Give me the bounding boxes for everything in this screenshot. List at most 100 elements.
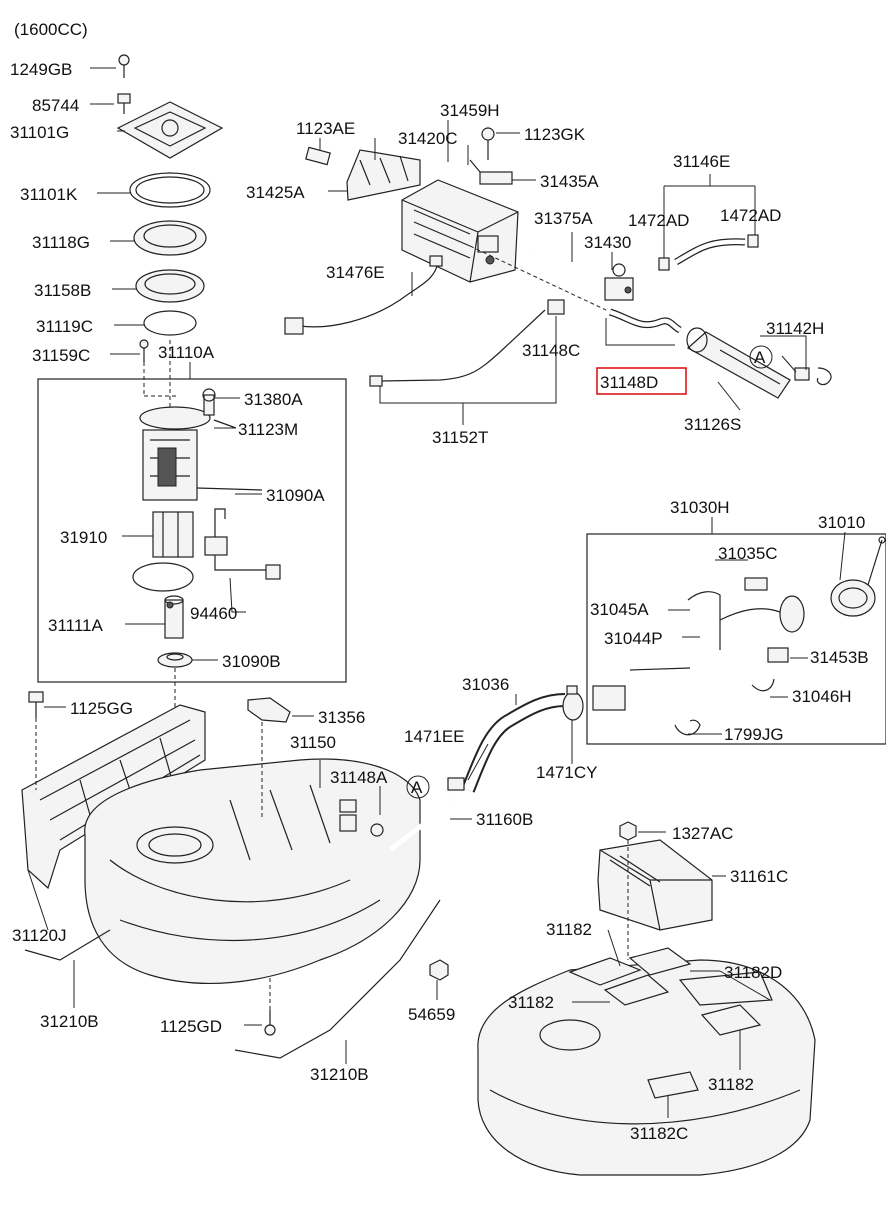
part-label-1125GD[interactable]: 1125GD — [160, 1017, 222, 1036]
fuel-pump-31111A-part — [164, 595, 184, 639]
filter-31126S-part — [686, 327, 791, 399]
strap-31210B-a-part — [24, 929, 111, 961]
part-label-54659[interactable]: 54659 — [408, 1005, 455, 1024]
pads-31182-part — [568, 947, 773, 1099]
clamp-1472AD-b-part — [747, 234, 759, 248]
part-label-31036[interactable]: 31036 — [462, 675, 509, 694]
part-label-31425A[interactable]: 31425A — [246, 183, 305, 202]
view-marker-a-circle-1 — [749, 345, 773, 369]
filler-neck-31030H-part — [592, 591, 805, 711]
part-label-31910[interactable]: 31910 — [60, 528, 107, 547]
valve-31430-part — [604, 263, 634, 301]
part-label-31148D[interactable]: 31148D — [600, 373, 658, 392]
bolt-1123GK-part — [481, 127, 495, 160]
part-label-31148C[interactable]: 31148C — [522, 341, 580, 360]
gasket-31101K-part — [129, 172, 211, 208]
part-label-1327AC[interactable]: 1327AC — [672, 824, 733, 843]
nut-1327AC-part — [619, 821, 637, 841]
part-label-31010[interactable]: 31010 — [818, 513, 865, 532]
view-marker-a-2: A — [411, 778, 423, 797]
bolt-1125GG-part — [28, 691, 44, 718]
grommet-31035C-part — [744, 577, 768, 591]
part-label-31210B-b[interactable]: 31210B — [310, 1065, 369, 1084]
part-label-31159C[interactable]: 31159C — [32, 346, 90, 365]
part-label-1471EE[interactable]: 1471EE — [404, 727, 465, 746]
part-label-31046H[interactable]: 31046H — [792, 687, 852, 706]
part-label-31459H[interactable]: 31459H — [440, 101, 500, 120]
part-label-31101K[interactable]: 31101K — [20, 185, 78, 204]
part-label-31420C[interactable]: 31420C — [398, 129, 458, 148]
part-label-1249GB[interactable]: 1249GB — [10, 60, 72, 79]
part-label-1472AD-b[interactable]: 1472AD — [720, 206, 781, 225]
part-label-31160B[interactable]: 31160B — [476, 810, 533, 829]
tube-31152T-part — [369, 299, 565, 387]
highlight-box-31148D — [596, 367, 687, 395]
part-label-1123AE[interactable]: 1123AE — [296, 119, 355, 138]
part-label-31030H[interactable]: 31030H — [670, 498, 730, 517]
part-label-31476E[interactable]: 31476E — [326, 263, 385, 282]
connector-31453B-part — [767, 647, 789, 663]
clamp-1472AD-a-part — [658, 257, 670, 271]
part-label-31118G[interactable]: 31118G — [32, 233, 90, 252]
part-label-31182-a[interactable]: 31182 — [546, 920, 592, 939]
part-label-31101G[interactable]: 31101G — [10, 123, 69, 142]
part-label-31090B[interactable]: 31090B — [222, 652, 281, 671]
part-label-31148A[interactable]: 31148A — [330, 768, 388, 787]
part-label-31120J[interactable]: 31120J — [12, 926, 67, 945]
ring-31158B-part — [135, 269, 205, 303]
part-label-31158B[interactable]: 31158B — [34, 281, 91, 300]
part-label-31146E[interactable]: 31146E — [673, 152, 730, 171]
pipe-31160B-part — [388, 798, 457, 852]
bracket-31356-part — [247, 697, 291, 723]
part-label-31150[interactable]: 31150 — [290, 733, 336, 752]
seal-31119C-part — [143, 310, 197, 336]
part-label-31182C[interactable]: 31182C — [630, 1124, 688, 1143]
part-label-1472AD-a[interactable]: 1472AD — [628, 211, 689, 230]
part-label-31356[interactable]: 31356 — [318, 708, 365, 727]
part-label-31035C[interactable]: 31035C — [718, 544, 778, 563]
part-label-31182-c[interactable]: 31182 — [708, 1075, 754, 1094]
part-label-31453B[interactable]: 31453B — [810, 648, 869, 667]
part-label-31123M[interactable]: 31123M — [238, 420, 298, 439]
part-label-31161C[interactable]: 31161C — [730, 867, 788, 886]
part-label-31152T[interactable]: 31152T — [432, 428, 488, 447]
part-label-31119C[interactable]: 31119C — [36, 317, 93, 336]
bolt-1249GB-part — [118, 54, 130, 78]
part-label-1125GG[interactable]: 1125GG — [70, 699, 133, 718]
part-label-31044P[interactable]: 31044P — [604, 629, 663, 648]
nut-54659-part — [429, 959, 449, 981]
part-label-31045A[interactable]: 31045A — [590, 600, 649, 619]
bolt-1125GD-part — [264, 1010, 276, 1036]
hose-31148D-part — [608, 308, 682, 334]
bracket-31090B-part — [157, 652, 193, 668]
part-label-1123GK[interactable]: 1123GK — [524, 125, 586, 144]
bracket-31435A-part — [469, 159, 513, 185]
part-label-31111A[interactable]: 31111A — [48, 616, 103, 635]
fuel-filter-31910-part — [132, 511, 194, 592]
part-label-31090A[interactable]: 31090A — [266, 486, 325, 505]
cover-plate-31101G-part — [116, 101, 224, 159]
part-label-31182D[interactable]: 31182D — [724, 963, 782, 982]
part-label-85744[interactable]: 85744 — [32, 96, 79, 115]
filler-neck-assembly-frame — [586, 533, 886, 745]
hose-31375A-part — [529, 251, 609, 289]
part-label-31210B-a[interactable]: 31210B — [40, 1012, 99, 1031]
wiring-31476E-part — [284, 255, 443, 335]
part-label-31126S[interactable]: 31126S — [684, 415, 741, 434]
hose-31046H-part — [751, 678, 775, 692]
strap-31210B-b-part — [234, 899, 441, 1059]
fuel-cap-31010-part — [830, 536, 886, 617]
bolt-1123AE-part — [305, 146, 331, 166]
canister-31161C-part — [597, 839, 713, 931]
part-label-31435A[interactable]: 31435A — [540, 172, 599, 191]
part-label-31430[interactable]: 31430 — [584, 233, 631, 252]
part-label-31380A[interactable]: 31380A — [244, 390, 303, 409]
part-label-31110A[interactable]: 31110A — [158, 343, 215, 362]
part-label-31142H[interactable]: 31142H — [766, 319, 824, 338]
part-label-1471CY[interactable]: 1471CY — [536, 763, 597, 782]
clamp-1471CY-part — [562, 685, 584, 721]
part-label-1799JG[interactable]: 1799JG — [724, 725, 784, 744]
part-label-94460[interactable]: 94460 — [190, 604, 237, 623]
part-label-31182-b[interactable]: 31182 — [508, 993, 554, 1012]
part-label-31375A[interactable]: 31375A — [534, 209, 593, 228]
